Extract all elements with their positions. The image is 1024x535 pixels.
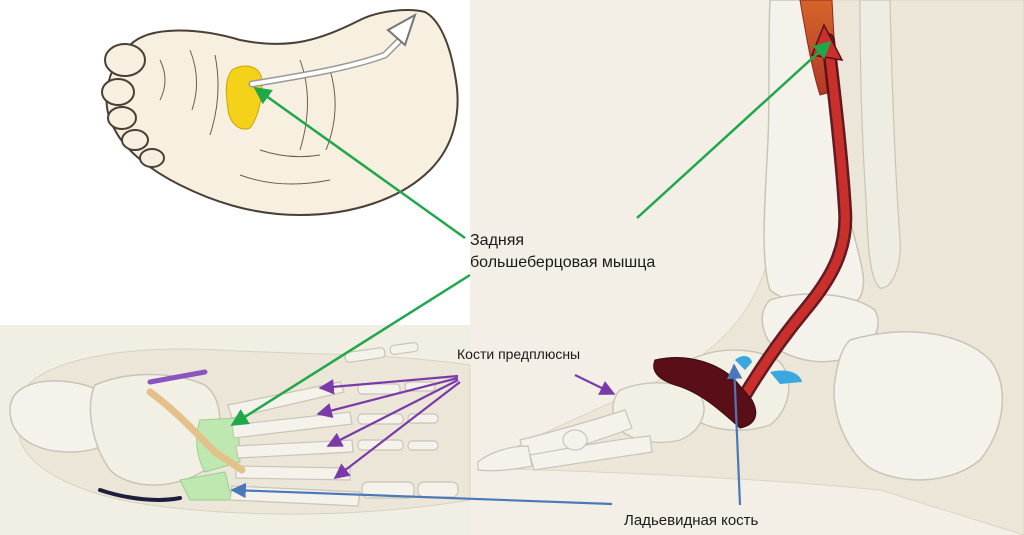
foot-sketch-top (101, 9, 459, 217)
arrow-muscle-to-skeleton (230, 273, 471, 427)
arrow-navicular-left (230, 482, 613, 506)
arrow-navicular-right (726, 363, 743, 506)
label-tibialis-posterior-line1: Задняя (470, 232, 525, 249)
label-tarsal-bones: Кости предплюсны (457, 346, 581, 362)
direction-arrow-head (386, 12, 417, 47)
arrow-muscle-to-leg (636, 40, 832, 219)
arrows-tarsal-bones (316, 374, 616, 479)
ankle-skeleton-side-view (477, 0, 1024, 535)
arrow-muscle-to-sketch (253, 86, 466, 240)
label-tibialis-posterior-line2: большеберцовая мышца (470, 254, 656, 271)
label-tibialis-posterior: Задняя большеберцовая мышца (470, 230, 655, 274)
label-navicular-bone: Ладьевидная кость (624, 512, 759, 529)
